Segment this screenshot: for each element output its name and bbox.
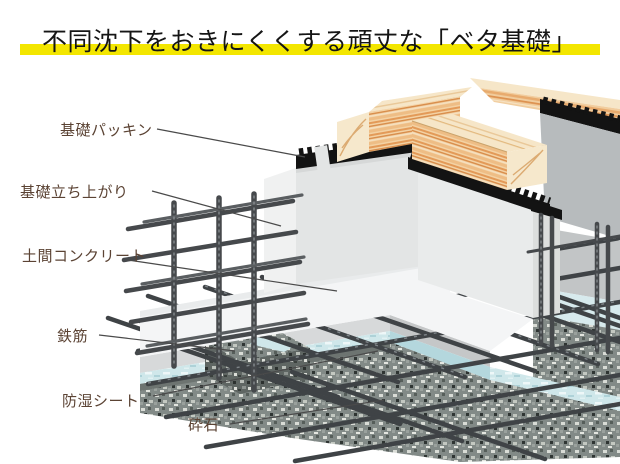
label-rebar: 鉄筋 — [57, 328, 89, 345]
leader-slab-concrete — [127, 259, 338, 292]
leader-crushed-stone — [229, 399, 385, 425]
far-wall-assembly — [470, 78, 620, 239]
page-title: 不同沈下をおきにくくする頑丈な「ベタ基礎」 — [42, 28, 578, 56]
rebar-cage — [121, 191, 311, 393]
wall-front-face — [296, 146, 452, 284]
label-foundation-stem-wall: 基礎立ち上がり — [20, 184, 129, 201]
wall-end-face — [264, 168, 296, 293]
wood-stem-side — [412, 121, 507, 190]
leader-foundation-stem-wall — [151, 190, 282, 227]
leader-lines — [98, 128, 385, 425]
rebar-starter-bars — [526, 212, 620, 355]
leader-moisture-sheet — [152, 350, 379, 397]
stem-wall-end-face — [533, 210, 560, 318]
label-crushed-stone: 砕石 — [188, 417, 220, 434]
leader-foundation-packing — [156, 128, 306, 158]
label-slab-concrete: 土間コンクリート — [22, 248, 147, 265]
leader-rebar — [98, 334, 236, 352]
title-highlight-bar — [20, 44, 600, 55]
label-foundation-packing: 基礎パッキン — [60, 122, 153, 139]
far-wall-face — [540, 113, 620, 239]
stem-wall-left-face — [418, 168, 533, 318]
wood-sill-beams — [337, 87, 547, 190]
label-moisture-sheet: 防湿シート — [62, 393, 140, 410]
